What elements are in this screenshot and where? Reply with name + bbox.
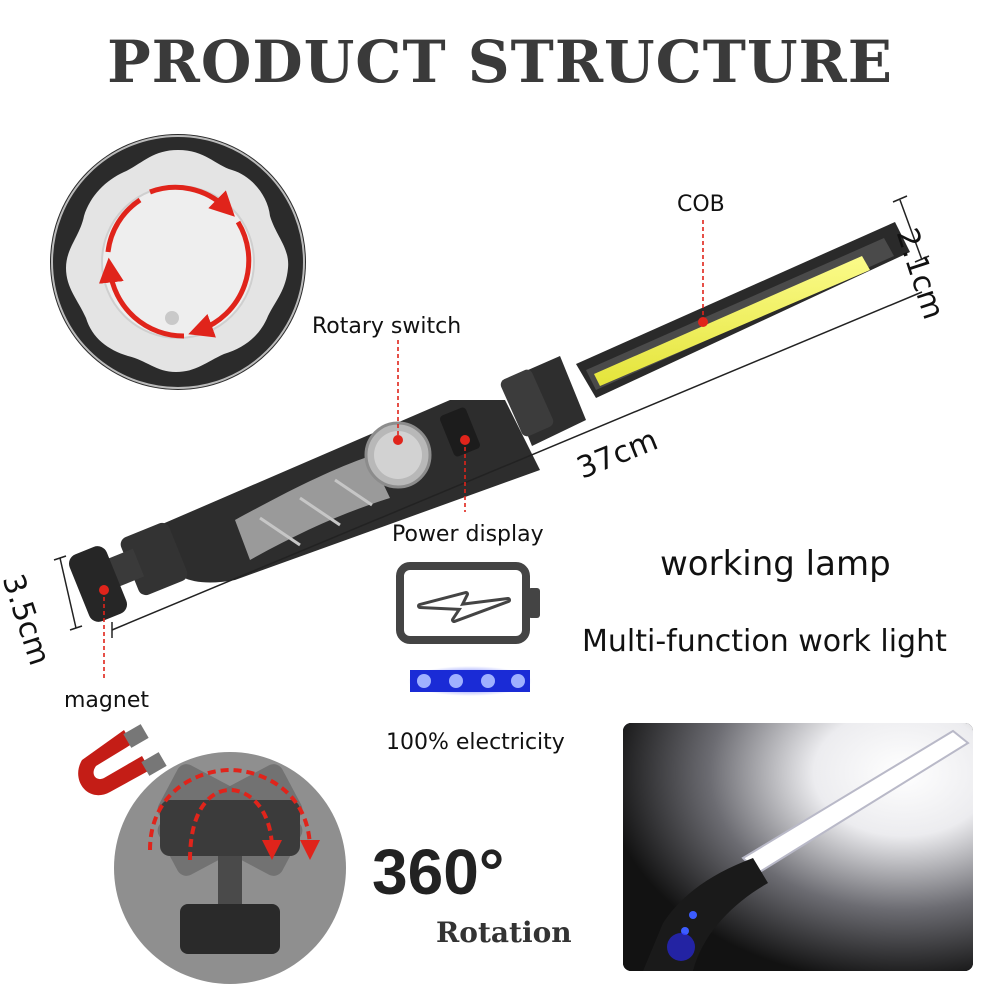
cob-label: COB xyxy=(677,192,725,217)
rotary-switch-label: Rotary switch xyxy=(312,314,462,339)
magnet-label: magnet xyxy=(64,688,149,713)
led-dot xyxy=(449,674,463,688)
working-lamp-heading: working lamp xyxy=(660,544,891,584)
multi-function-heading: Multi-function work light xyxy=(582,624,947,659)
power-level-indicator xyxy=(408,666,532,696)
rotary-marker-dot xyxy=(393,435,403,445)
led-dot xyxy=(481,674,495,688)
cob-led-strip xyxy=(594,256,870,386)
cob-marker-dot xyxy=(698,317,708,327)
power-display-label: Power display xyxy=(392,522,544,547)
dimension-lines xyxy=(53,195,930,638)
led-dot xyxy=(417,674,431,688)
rotary-switch-detail xyxy=(50,134,306,390)
magnet-icon xyxy=(78,724,167,796)
work-light-body xyxy=(68,222,910,622)
rotation-degrees: 360° xyxy=(372,836,505,908)
battery-icon xyxy=(396,562,540,644)
power-marker-dot xyxy=(460,435,470,445)
callout-leaders xyxy=(103,220,704,680)
page-title: PRODUCT STRUCTURE xyxy=(107,28,893,96)
glowing-light-photo xyxy=(623,723,973,971)
rotation-detail xyxy=(114,752,346,984)
battery-caption: 100% electricity xyxy=(386,730,565,755)
product-photo xyxy=(623,723,973,971)
rotation-label: Rotation xyxy=(436,916,572,949)
magnet-marker-dot xyxy=(99,585,109,595)
led-dot xyxy=(511,674,525,688)
